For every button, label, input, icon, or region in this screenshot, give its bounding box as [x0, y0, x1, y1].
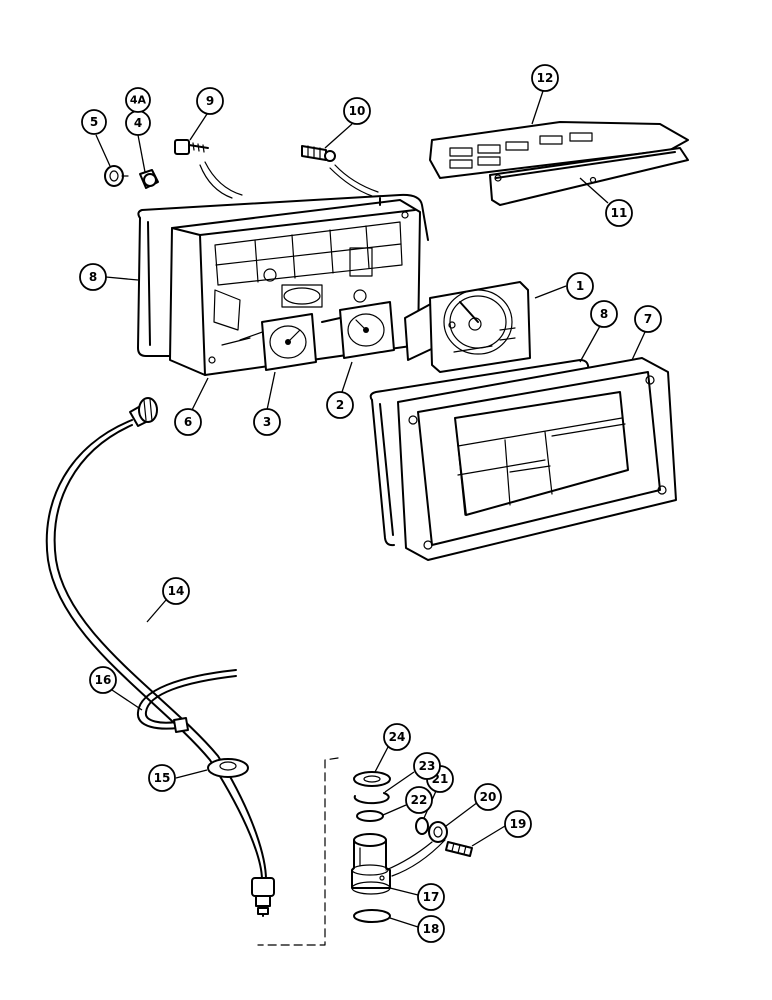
callout-10: 10 — [324, 97, 371, 149]
svg-text:15: 15 — [154, 771, 171, 785]
part-8-rear-gasket — [137, 193, 429, 357]
part-24-washer — [353, 771, 391, 787]
callout-23: 23 — [384, 752, 441, 793]
svg-text:17: 17 — [423, 890, 440, 904]
svg-text:18: 18 — [423, 922, 440, 936]
callout-5: 5 — [81, 109, 111, 167]
callout-17: 17 — [389, 883, 445, 911]
callout-9: 9 — [189, 87, 224, 141]
callout-19: 19 — [471, 810, 532, 847]
part-19-screw — [445, 841, 473, 857]
svg-text:2: 2 — [336, 398, 344, 412]
callout-11: 11 — [579, 177, 633, 227]
part-20-nut — [428, 821, 448, 843]
callout-8-front: 8 — [579, 300, 618, 363]
part-3-small-gauge — [261, 313, 317, 371]
svg-text:8: 8 — [89, 270, 97, 284]
part-5-bulb-holder — [104, 165, 129, 187]
part-11-cover-plate — [489, 147, 689, 206]
part-10-fitting — [301, 145, 336, 162]
group-bracket — [257, 757, 339, 946]
part-23-circlip — [353, 792, 390, 805]
callout-8-rear: 8 — [79, 263, 139, 291]
callout-24: 24 — [374, 723, 411, 773]
callout-14: 14 — [146, 577, 190, 623]
part-16-strap — [136, 669, 237, 733]
svg-text:23: 23 — [419, 759, 436, 773]
svg-text:7: 7 — [644, 312, 652, 326]
svg-text:19: 19 — [510, 817, 527, 831]
svg-text:10: 10 — [349, 104, 366, 118]
part-8-front-gasket — [369, 359, 590, 547]
callout-2: 2 — [326, 361, 354, 419]
callout-6: 6 — [174, 377, 209, 436]
callout-1: 1 — [534, 272, 594, 300]
callout-18: 18 — [389, 915, 445, 943]
svg-text:4A: 4A — [130, 94, 147, 107]
svg-text:12: 12 — [537, 71, 554, 85]
svg-text:14: 14 — [168, 584, 185, 598]
part-15-grommet — [207, 758, 249, 778]
part-7-front-bezel — [397, 357, 677, 561]
callout-4: 4 — [125, 110, 151, 173]
svg-text:3: 3 — [263, 415, 271, 429]
callout-16: 16 — [89, 666, 143, 711]
part-4-bulb — [139, 169, 159, 189]
part-1-main-gauge — [404, 281, 531, 373]
callout-7: 7 — [631, 305, 662, 361]
svg-text:11: 11 — [611, 206, 628, 220]
callout-4a: 4A — [125, 87, 151, 113]
svg-text:6: 6 — [184, 415, 192, 429]
callout-12: 12 — [531, 64, 559, 125]
part-22-o-ring — [356, 810, 384, 822]
part-21-washer — [415, 817, 429, 835]
callout-15: 15 — [148, 764, 208, 792]
svg-text:5: 5 — [90, 115, 98, 129]
svg-text:16: 16 — [95, 673, 112, 687]
callout-20: 20 — [445, 783, 502, 827]
part-17-drive-adapter — [351, 833, 391, 895]
callout-3: 3 — [253, 371, 281, 436]
svg-text:4: 4 — [134, 116, 142, 130]
svg-text:20: 20 — [480, 790, 497, 804]
svg-text:9: 9 — [206, 94, 214, 108]
part-2-small-gauge — [321, 301, 395, 359]
part-9-screw — [174, 139, 209, 155]
svg-text:1: 1 — [576, 279, 584, 293]
svg-text:8: 8 — [600, 307, 608, 321]
part-18-o-ring — [353, 909, 391, 923]
svg-text:24: 24 — [389, 730, 406, 744]
callout-22: 22 — [382, 786, 433, 816]
svg-text:22: 22 — [411, 793, 428, 807]
part-14-speedometer-cable — [45, 397, 275, 917]
